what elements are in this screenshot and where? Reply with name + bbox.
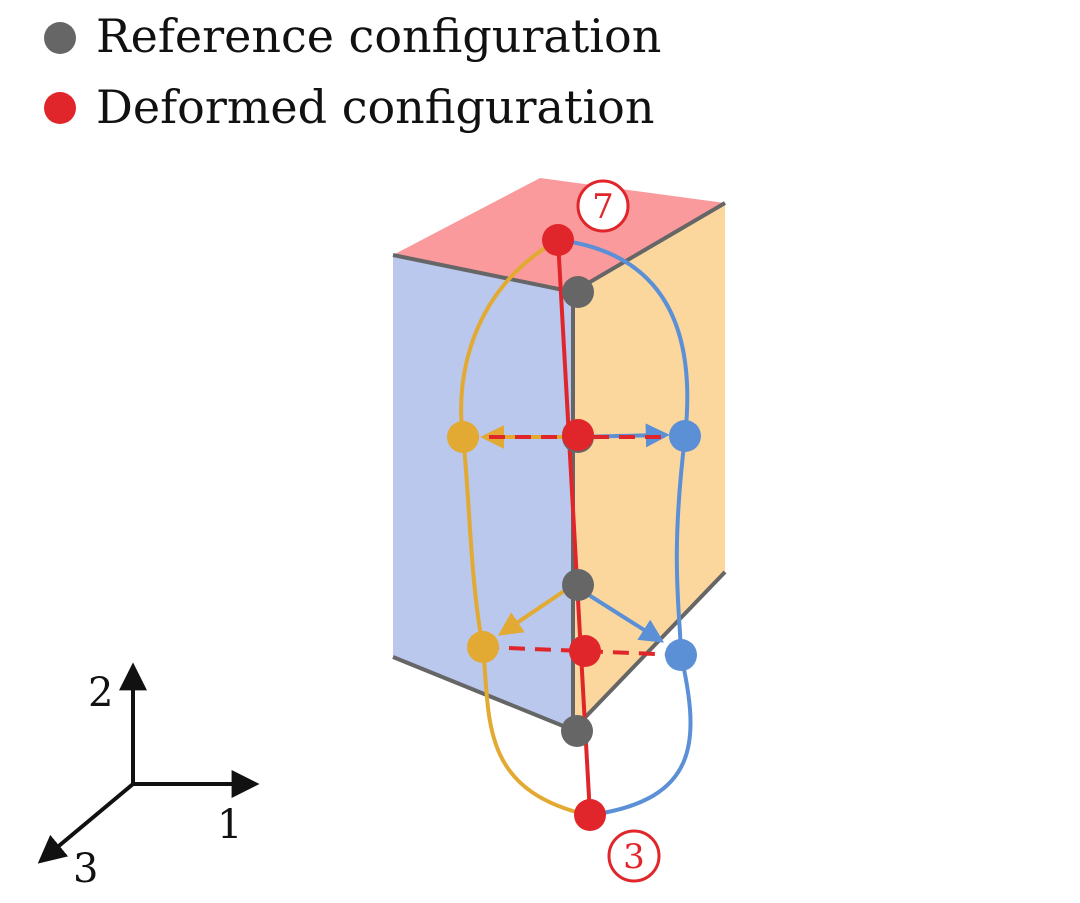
node-label-bottom: 3 <box>607 829 661 883</box>
right-face <box>573 203 725 730</box>
coordinate-axes <box>37 662 260 864</box>
reference-block <box>392 178 727 732</box>
legend-reference-label: Reference configuration <box>96 9 661 63</box>
deformed-node-top <box>542 224 574 256</box>
mid-lower-yellow-arrow <box>498 583 575 636</box>
node-label-top: 7 <box>576 179 630 233</box>
yellow-node-mid-lower <box>467 631 499 663</box>
svg-text:3: 3 <box>623 837 645 877</box>
legend: Reference configuration Deformed configu… <box>44 9 661 134</box>
blue-deformed-curve <box>557 238 693 817</box>
reference-node-mid-lower <box>562 569 594 601</box>
axis-2-label: 2 <box>88 670 113 716</box>
axis-3-label: 3 <box>73 846 98 892</box>
deformed-node-mid-upper-center <box>562 419 594 451</box>
reference-node-top <box>562 276 594 308</box>
deformed-nodes <box>447 224 701 831</box>
yellow-node-mid-upper <box>447 421 479 453</box>
legend-deformed-label: Deformed configuration <box>96 80 655 134</box>
blue-node-mid-lower <box>665 639 697 671</box>
yellow-deformed-curve <box>459 238 589 817</box>
svg-text:7: 7 <box>592 187 614 227</box>
mid-lower-dashed-link <box>482 645 682 657</box>
left-face <box>393 255 573 730</box>
legend-reference-marker <box>44 22 76 54</box>
legend-deformed-marker <box>44 92 76 124</box>
deformed-node-bottom <box>574 799 606 831</box>
reference-node-bottom <box>561 715 593 747</box>
axis-1-label: 1 <box>217 802 242 848</box>
axis-3-arrow <box>37 782 135 864</box>
deformed-node-mid-lower-center <box>569 635 601 667</box>
blue-node-mid-upper <box>669 420 701 452</box>
